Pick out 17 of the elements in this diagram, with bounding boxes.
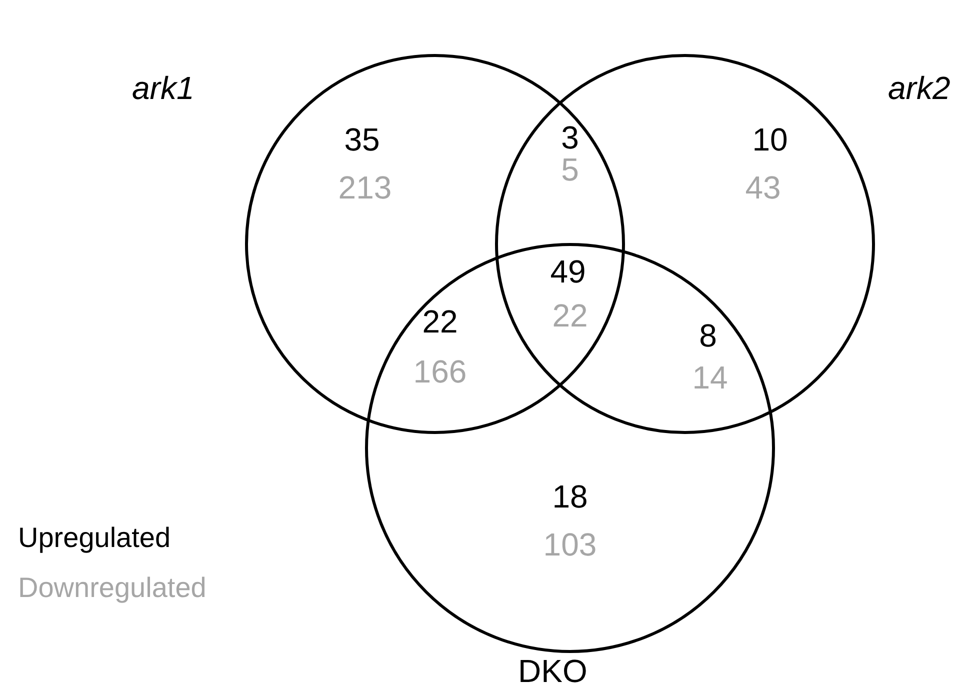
set-label: DKO	[518, 655, 588, 687]
count-label: 166	[413, 354, 467, 390]
count-label: 43	[745, 170, 781, 206]
count-label: 18	[552, 478, 588, 516]
count-label: 8	[699, 318, 717, 354]
count-label: 103	[543, 526, 597, 564]
count-label: 22	[422, 304, 458, 340]
count-label: 35	[344, 122, 380, 158]
count-label: 14	[692, 360, 728, 396]
count-label: 213	[338, 170, 392, 206]
legend-text: Upregulated	[18, 522, 171, 554]
count-label: 22	[552, 298, 588, 334]
set-label: ark1	[132, 72, 194, 104]
set-label: ark2	[888, 72, 950, 104]
count-label: 10	[752, 122, 788, 158]
count-label: 49	[550, 254, 586, 290]
legend-text: Downregulated	[18, 572, 206, 604]
